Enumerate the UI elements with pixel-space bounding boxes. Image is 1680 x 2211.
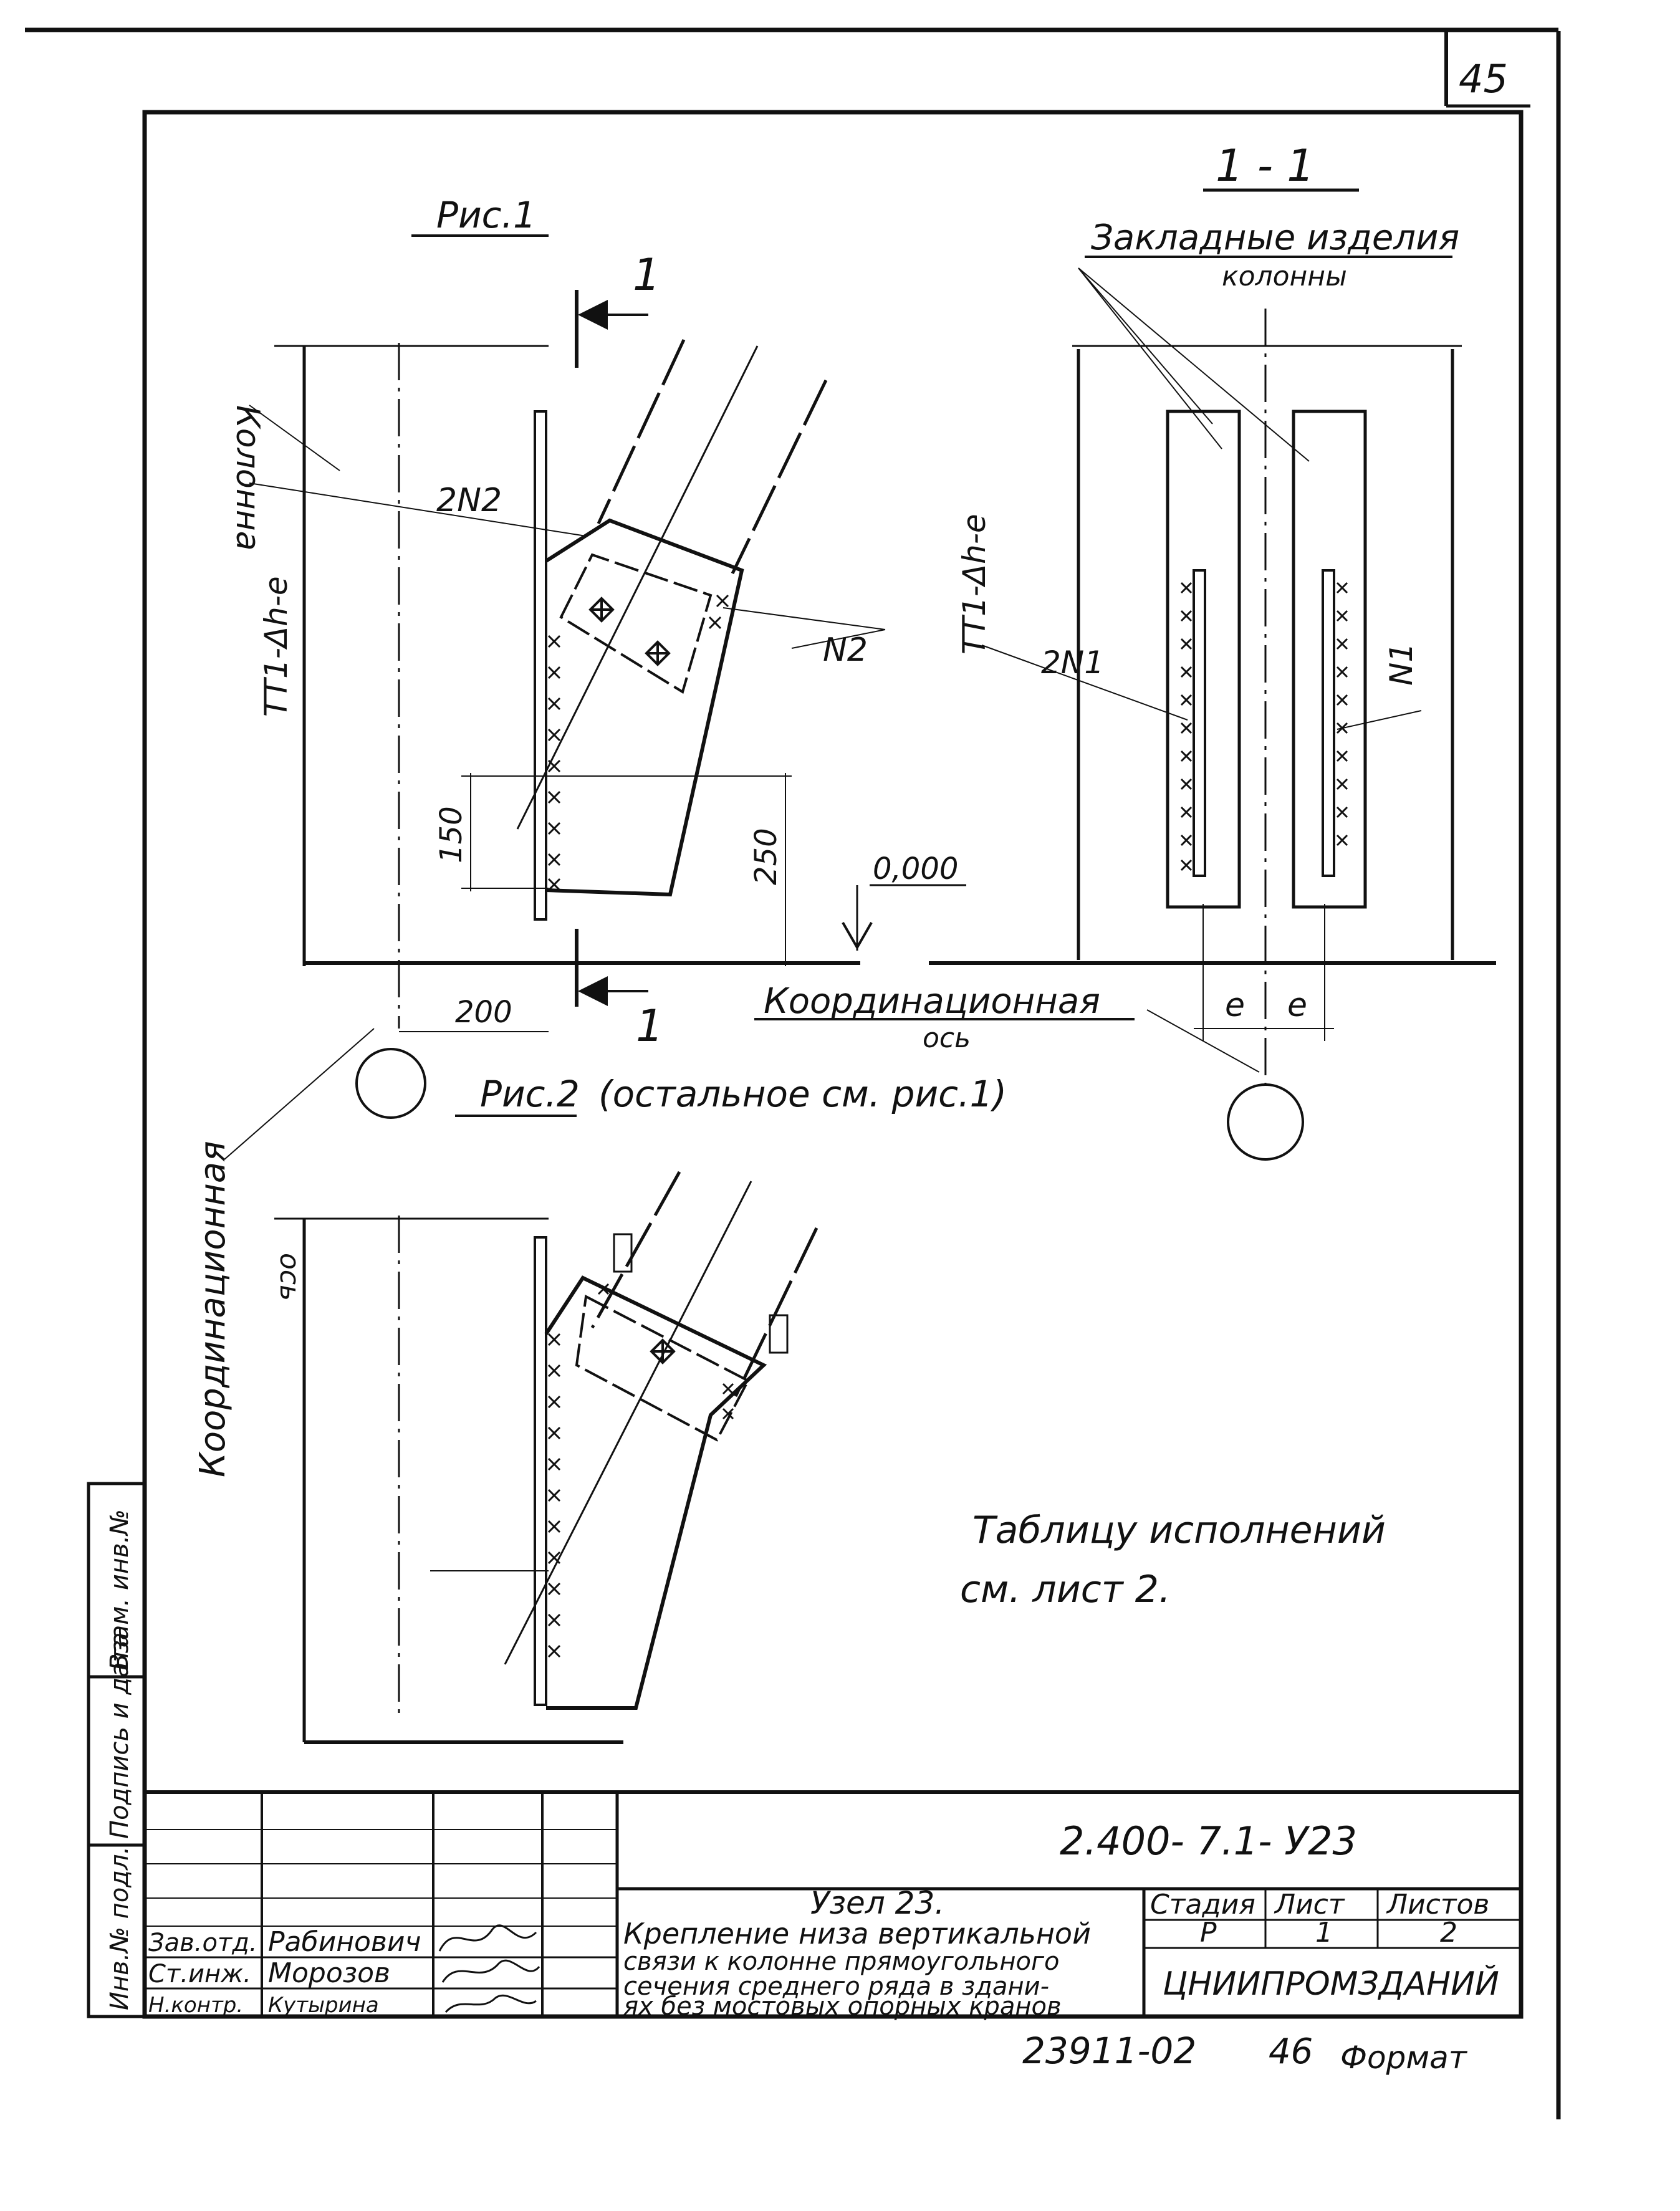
- section-1-1-dim-e1: е: [1225, 987, 1245, 1024]
- page-number: 45: [1459, 56, 1508, 102]
- archive-number: 23911-02: [1022, 2030, 1196, 2072]
- sheets-value: 2: [1440, 1917, 1457, 1949]
- fig1-title: Рис.1: [436, 194, 536, 236]
- fig1-section-mark-bottom: 1: [636, 1000, 664, 1052]
- fig1-dim-250: 250: [749, 828, 784, 885]
- description-line-2: связи к колонне прямоугольного: [623, 1947, 1059, 1976]
- table-note-line2: см. лист 2.: [960, 1568, 1171, 1611]
- fig1-part-n2: N2: [823, 631, 868, 669]
- organization: ЦНИИПРОМЗДАНИЙ: [1163, 1965, 1499, 2003]
- fig1-axis-label-2: ось: [923, 1022, 971, 1054]
- name-2: Морозов: [268, 1957, 390, 1989]
- name-3: Кутырина: [268, 1993, 379, 2018]
- fig1-part-2n2: 2N2: [436, 482, 502, 519]
- sheet-header: Лист: [1274, 1889, 1345, 1921]
- stage-header: Стадия: [1150, 1889, 1255, 1921]
- sheet-frame: [25, 27, 1561, 2119]
- format-label: Формат: [1340, 2040, 1468, 2076]
- description-line-4: ях без мостовых опорных кранов: [623, 1992, 1062, 2021]
- side-stamp: [87, 1482, 146, 2018]
- section-1-1-title: 1 - 1: [1216, 140, 1315, 191]
- section-1-1-part-2n1: 2N1: [1041, 645, 1104, 681]
- fig1-dim-150: 150: [434, 806, 469, 863]
- fig1-level-mark: 0,000: [873, 851, 958, 886]
- role-2: Ст.инж.: [148, 1960, 251, 1988]
- role-3: Н.контр.: [148, 1993, 243, 2018]
- section-1-1-elevation-label: ТТ1-Δh-е: [956, 514, 992, 655]
- fig2-note: (остальное см. рис.1): [598, 1073, 1007, 1115]
- node-title: Узел 23.: [810, 1885, 944, 1921]
- description-line-3: сечения среднего ряда в здани-: [623, 1972, 1049, 2001]
- title-block-grid: [145, 1790, 1521, 2017]
- figure-2: [274, 1171, 818, 1744]
- fig2-axis-label: Координационная: [193, 1141, 233, 1477]
- fig1-elevation-label: ТТ1-Δh-е: [258, 576, 294, 717]
- side-stamp-replace-inv: Взам. инв.№: [105, 1509, 134, 1671]
- fig1-section-mark-top: 1: [633, 249, 661, 300]
- role-1: Зав.отд.: [148, 1929, 257, 1957]
- section-1-1-embedded-label: Закладные изделия: [1091, 218, 1459, 258]
- name-1: Рабинович: [268, 1926, 421, 1958]
- section-1-1: [929, 267, 1496, 1161]
- fig2-axis-label-2: ось: [274, 1253, 305, 1301]
- side-stamp-signature-date: Подпись и дата: [105, 1633, 134, 1839]
- side-stamp-original-inv: Инв.№ подл.: [105, 1846, 134, 2010]
- signatures: [438, 1924, 540, 2013]
- fig1-axis-label: Координационная: [764, 981, 1100, 1022]
- sheets-header: Листов: [1386, 1889, 1489, 1921]
- section-1-1-embedded-label-2: колонны: [1222, 261, 1347, 292]
- description-line-1: Крепление низа вертикальной: [623, 1917, 1091, 1950]
- figure-1: [224, 290, 966, 1160]
- document-code: 2.400- 7.1- У23: [1060, 1818, 1357, 1864]
- archive-page: 46: [1269, 2031, 1313, 2072]
- section-1-1-dim-e2: е: [1287, 987, 1307, 1024]
- fig1-dim-200: 200: [455, 995, 512, 1030]
- sheet-value: 1: [1315, 1917, 1333, 1949]
- fig1-column-label: Колонна: [229, 405, 266, 551]
- stage-value: Р: [1200, 1917, 1217, 1949]
- table-note-line1: Таблицу исполнений: [972, 1508, 1386, 1552]
- section-1-1-part-n1: N1: [1383, 643, 1419, 686]
- fig2-title: Рис.2: [480, 1073, 580, 1115]
